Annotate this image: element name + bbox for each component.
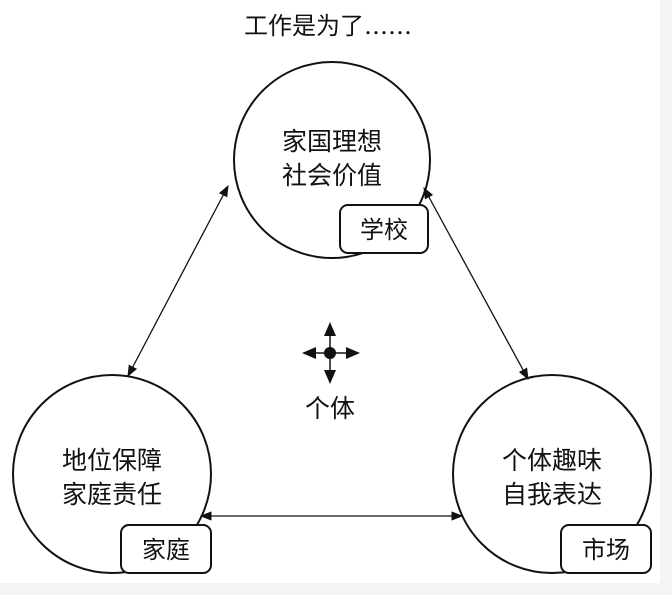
left-circle-line1: 地位保障 (62, 446, 162, 475)
right-circle (452, 374, 652, 574)
right-tag-box (560, 524, 652, 574)
arrow-top-right (423, 186, 529, 381)
diagram-title: 工作是为了…… (244, 12, 412, 40)
left-circle-line2: 家庭责任 (62, 480, 162, 509)
right-tag-label: 市场 (582, 536, 630, 564)
right-circle-line1: 个体趣味 (502, 446, 602, 475)
center-label: 个体 (305, 394, 355, 423)
top-tag-label: 学校 (360, 216, 408, 244)
arrow-top-left (127, 184, 229, 378)
right-circle-line2: 自我表达 (502, 480, 602, 509)
diagram-svg: 工作是为了…… 家国理想 社会价值 学校 地位保障 家庭责任 家庭 个体趣味 自… (12, 12, 652, 574)
diagram-canvas: 工作是为了…… 家国理想 社会价值 学校 地位保障 家庭责任 家庭 个体趣味 自… (0, 0, 660, 583)
left-tag-box (120, 524, 212, 574)
center-compass-icon (302, 322, 360, 384)
top-circle-line2: 社会价值 (282, 161, 382, 190)
top-circle-line1: 家国理想 (282, 127, 382, 156)
left-tag-label: 家庭 (142, 536, 190, 564)
left-circle (12, 374, 212, 574)
